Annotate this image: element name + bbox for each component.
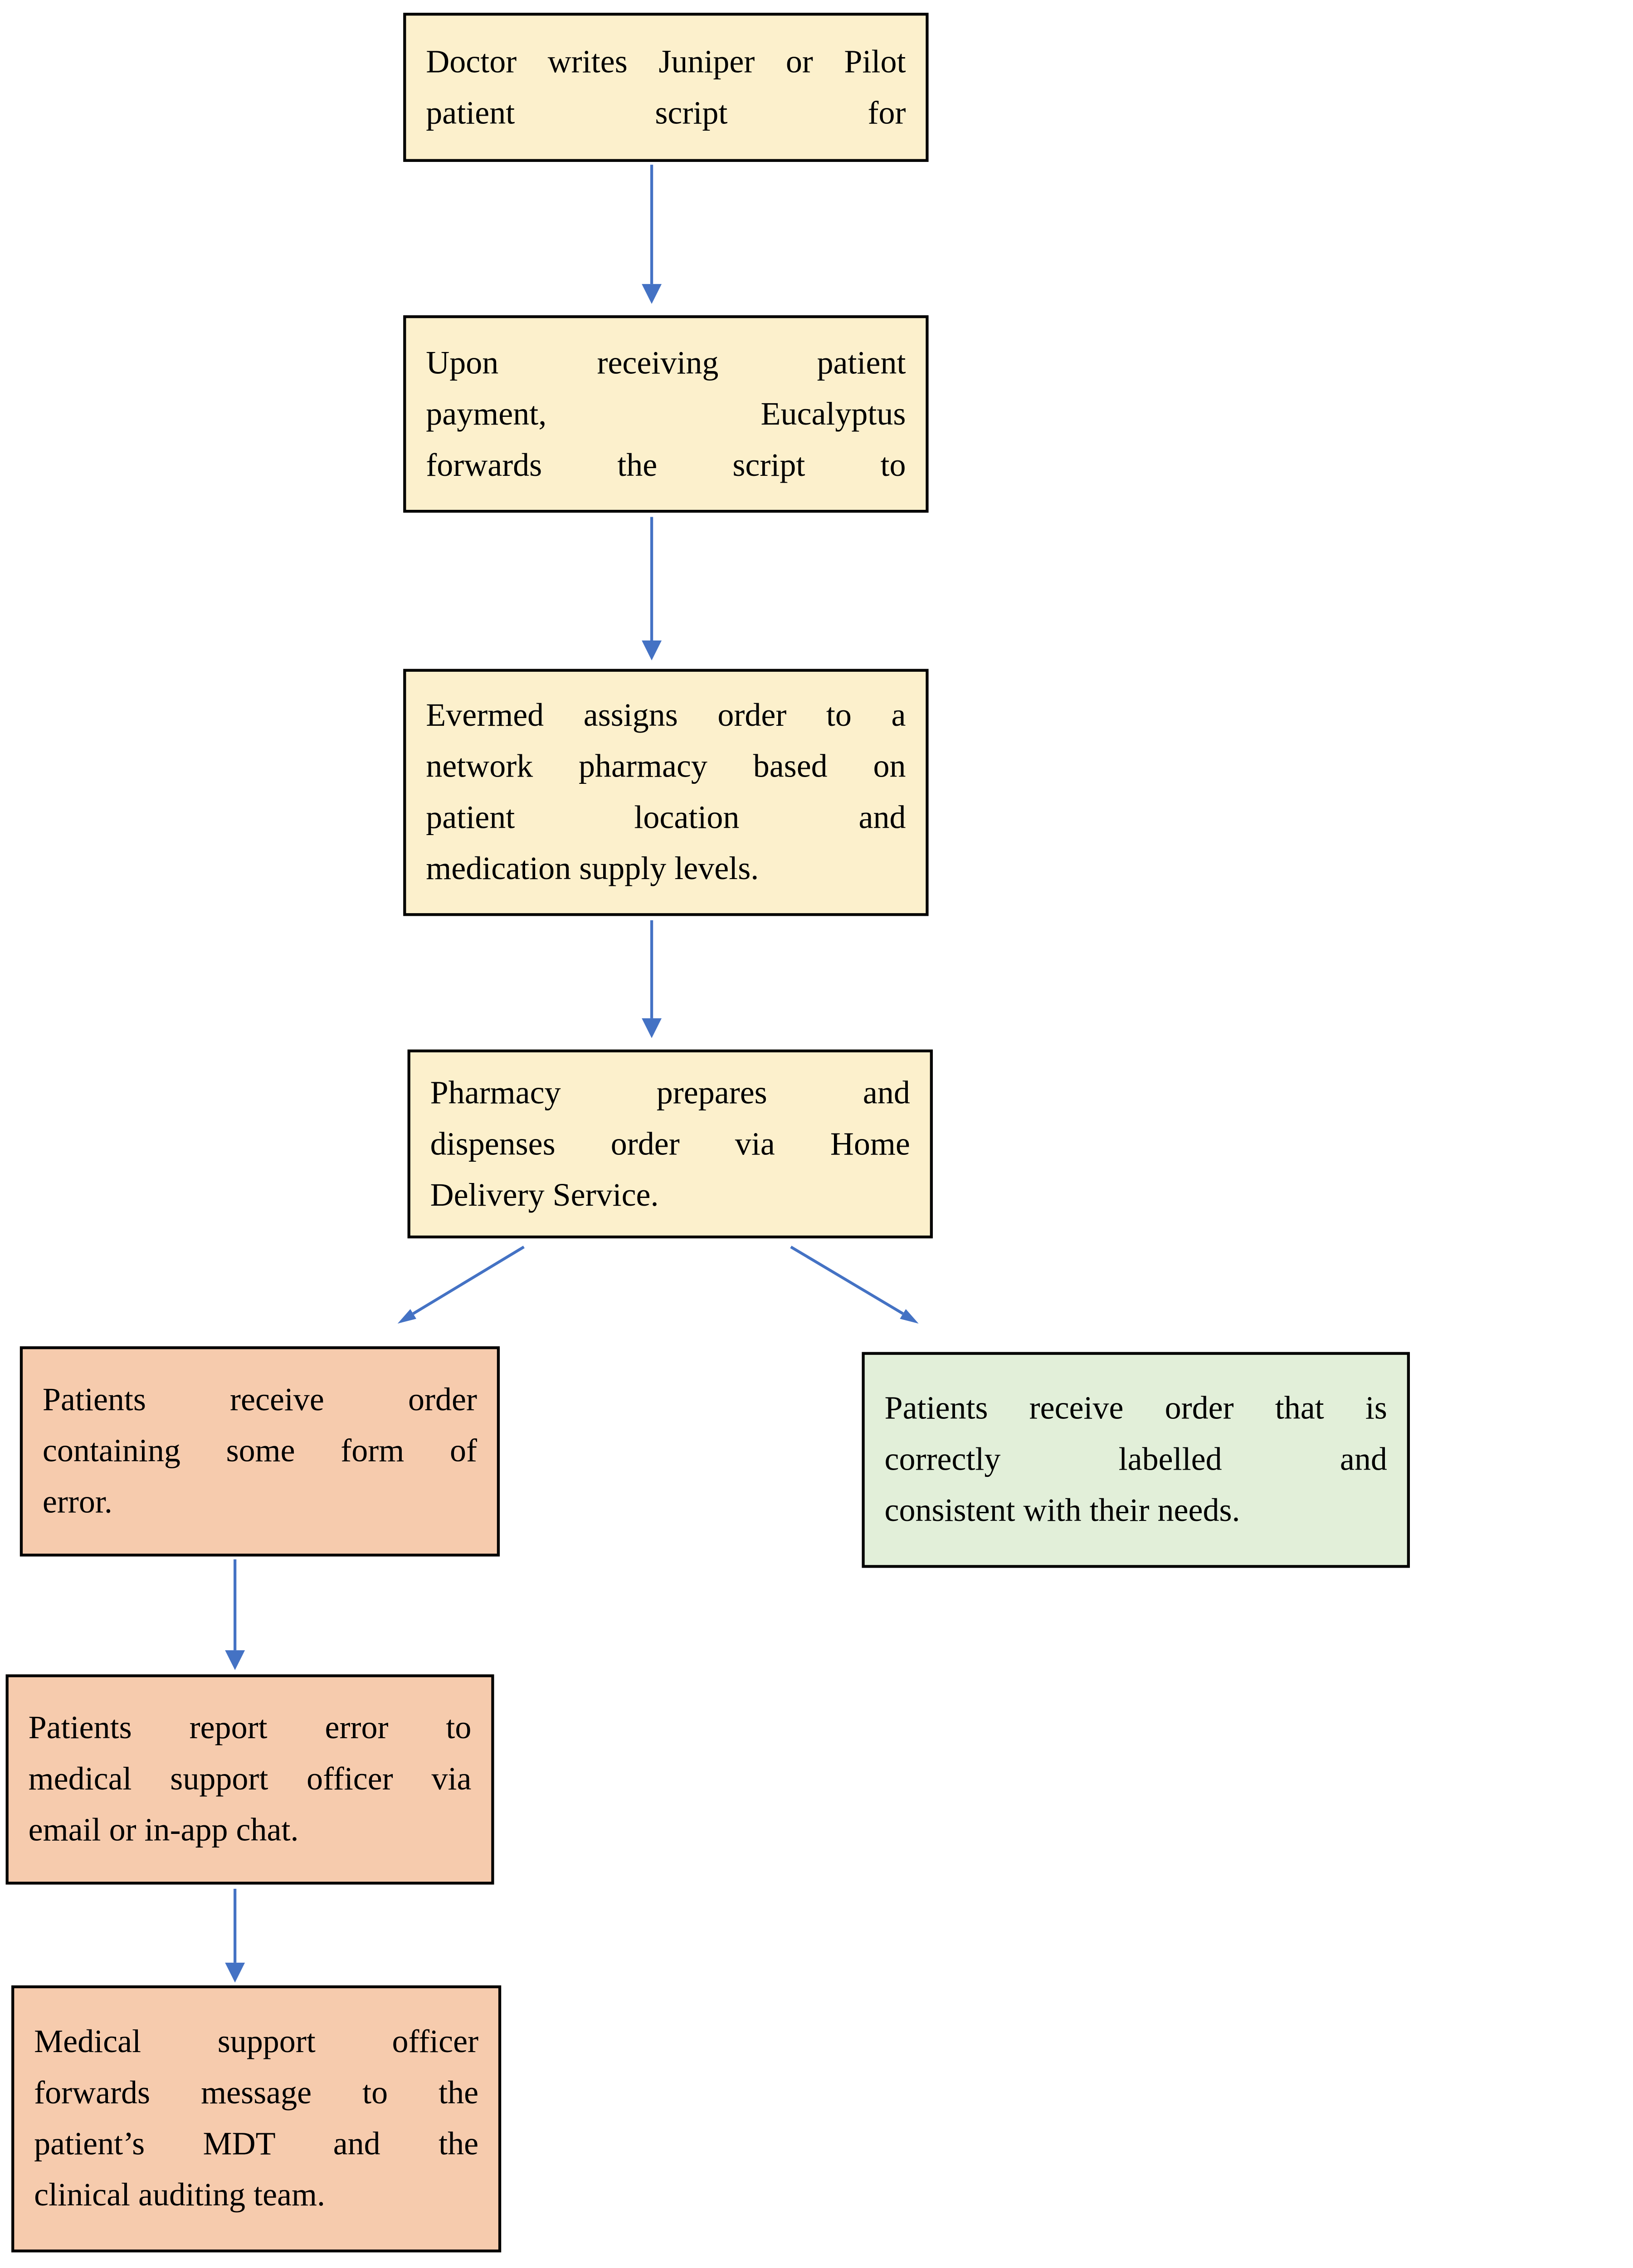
node-text-line: Medical support officer xyxy=(34,2024,479,2059)
node-text-line: dispenses order via Home xyxy=(430,1125,910,1161)
node-text-line: Patients receive order that is xyxy=(884,1390,1387,1426)
node-text-line: payment, Eucalyptus xyxy=(426,395,906,431)
arrow-down-icon-report-forward xyxy=(225,1889,245,1983)
node-text-line: forwards message to the xyxy=(34,2075,479,2111)
node-text-line: containing some form of xyxy=(42,1433,477,1469)
node-text-line: Evermed assigns order to a xyxy=(426,697,906,733)
flow-node-order-with-error: Patients receive order containing some f… xyxy=(19,1346,500,1557)
flowchart-canvas: Doctor writes Juniper or Pilot patient s… xyxy=(5,13,1410,2253)
node-text-line: Upon receiving patient xyxy=(426,344,906,380)
flow-node-evermed-assigns-order: Evermed assigns order to a network pharm… xyxy=(403,669,929,916)
node-text-line: network pharmacy based on xyxy=(426,748,906,784)
arrow-down-icon-step1-step2 xyxy=(642,165,662,304)
node-text-line: medication supply levels. xyxy=(426,850,759,886)
node-text-line: patient location and xyxy=(426,799,906,835)
node-text-line: correctly labelled and xyxy=(884,1441,1387,1477)
flow-node-pharmacy-dispenses-order: Pharmacy prepares and dispenses order vi… xyxy=(407,1049,933,1239)
node-text-line: email or in-app chat. xyxy=(28,1812,299,1848)
flow-node-doctor-writes-script: Doctor writes Juniper or Pilot patient s… xyxy=(403,13,929,162)
node-text-line: error. xyxy=(42,1484,112,1520)
node-text-line: forwards the script to xyxy=(426,446,906,482)
flow-node-officer-forwards-message: Medical support officer forwards message… xyxy=(11,1985,502,2253)
arrow-down-icon-step3-step4 xyxy=(642,920,662,1038)
node-text-line: Patients report error to xyxy=(28,1710,472,1745)
node-text-line: Patients receive order xyxy=(42,1382,477,1418)
arrow-down-icon-step2-step3 xyxy=(642,517,662,660)
node-text-line: clinical auditing team. xyxy=(34,2177,326,2213)
arrow-diagonal-right-icon-step4-correct xyxy=(790,1246,919,1324)
node-text-line: patient script for xyxy=(426,94,906,130)
node-text-line: medical support officer via xyxy=(28,1761,472,1797)
flow-node-patients-report-error: Patients report error to medical support… xyxy=(5,1674,494,1885)
node-text-line: Pharmacy prepares and xyxy=(430,1074,910,1110)
node-text-line: patient’s MDT and the xyxy=(34,2126,479,2162)
node-text-line: Delivery Service. xyxy=(430,1176,659,1212)
node-text-line: Doctor writes Juniper or Pilot xyxy=(426,43,906,79)
arrow-down-icon-error-report xyxy=(225,1559,245,1670)
node-text-line: consistent with their needs. xyxy=(884,1492,1240,1528)
flow-node-eucalyptus-forwards-script: Upon receiving patient payment, Eucalypt… xyxy=(403,315,929,513)
arrow-diagonal-left-icon-step4-error xyxy=(397,1246,525,1324)
flow-node-order-correct: Patients receive order that is correctly… xyxy=(862,1352,1410,1568)
